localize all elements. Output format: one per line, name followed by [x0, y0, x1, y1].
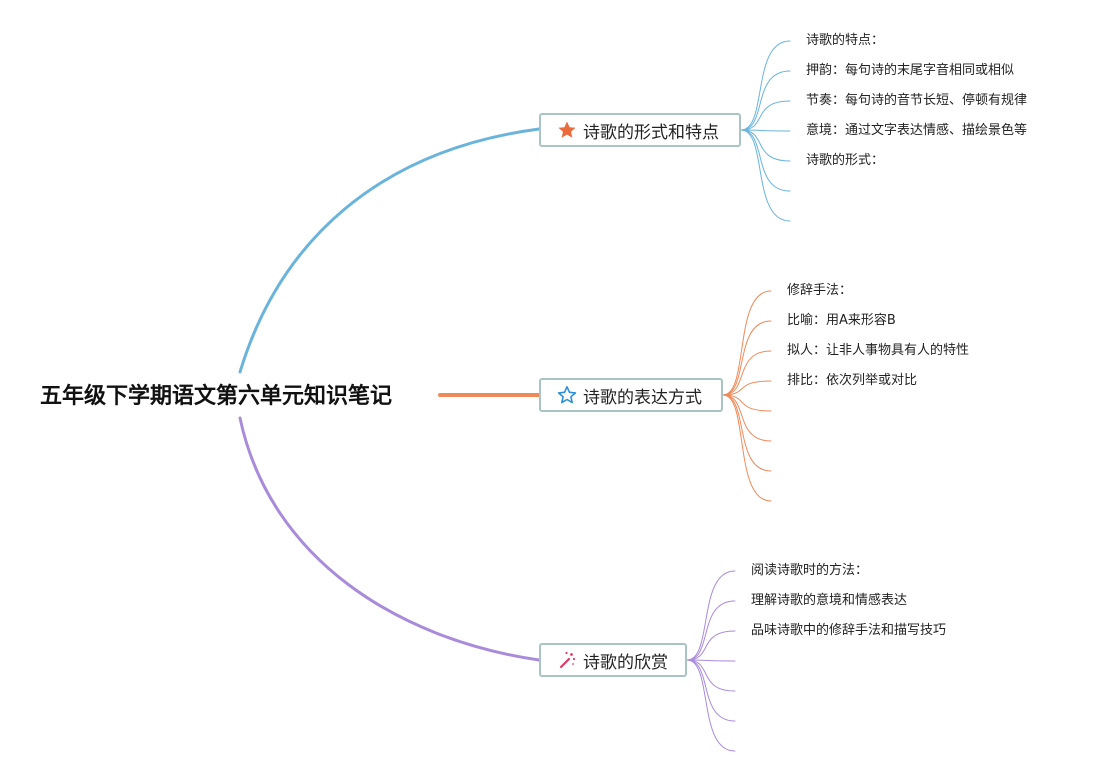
connector-branch-0-leaf-2 [740, 100, 791, 131]
leaf-2-2[interactable]: 品味诗歌中的修辞手法和描写技巧 [751, 623, 947, 638]
connector-branch-2-leaf-3 [686, 659, 736, 662]
branch-label: 诗歌的表达方式 [583, 387, 702, 408]
leaf-0-3[interactable]: 意境：通过文字表达情感、描绘景色等 [806, 123, 1028, 138]
connector-branch-1-leaf-1 [722, 320, 772, 396]
branch-node-appreciation[interactable]: 诗歌的欣赏 [539, 643, 687, 677]
connector-branch-0-leaf-3 [740, 129, 791, 132]
connector-branch-2-leaf-4 [686, 659, 736, 692]
branch-node-form-features[interactable]: 诗歌的形式和特点 [539, 113, 741, 147]
connector-branch-0-leaf-0 [740, 40, 791, 131]
connector-branch-2-leaf-0 [686, 570, 736, 661]
leaf-2-1[interactable]: 理解诗歌的意境和情感表达 [751, 593, 908, 608]
leaf-0-1[interactable]: 押韵：每句诗的末尾字音相同或相似 [806, 63, 1015, 78]
branch-node-expression[interactable]: 诗歌的表达方式 [539, 378, 723, 412]
connector-branch-0-leaf-4 [740, 129, 791, 162]
connector-branch-2-leaf-6 [686, 659, 736, 752]
leaf-1-0[interactable]: 修辞手法： [787, 283, 853, 298]
star-outline-icon [557, 385, 577, 405]
connector-branch-1-leaf-7 [722, 394, 772, 502]
connector-root-to-branch-2 [238, 416, 541, 662]
leaf-0-2[interactable]: 节奏：每句诗的音节长短、停顿有规律 [806, 93, 1028, 108]
star-filled-icon [557, 120, 577, 140]
branch-label: 诗歌的形式和特点 [583, 122, 719, 143]
connector-branch-1-leaf-2 [722, 350, 772, 396]
connector-branch-1-leaf-3 [722, 380, 772, 396]
connector-branch-0-leaf-5 [740, 129, 791, 192]
connector-branch-0-leaf-6 [740, 129, 791, 222]
connector-branch-0-leaf-1 [740, 70, 791, 131]
branch-label: 诗歌的欣赏 [583, 652, 668, 673]
leaf-1-1[interactable]: 比喻：用A来形容B [787, 313, 896, 328]
leaf-0-4[interactable]: 诗歌的形式： [806, 153, 885, 168]
magic-wand-icon [557, 650, 577, 670]
connector-branch-1-leaf-5 [722, 394, 772, 442]
leaf-2-0[interactable]: 阅读诗歌时的方法： [751, 563, 869, 578]
leaf-0-0[interactable]: 诗歌的特点： [806, 33, 885, 48]
leaf-1-3[interactable]: 排比：依次列举或对比 [787, 373, 918, 388]
connector-branch-2-leaf-1 [686, 600, 736, 661]
connector-branch-2-leaf-2 [686, 630, 736, 661]
connector-root-to-branch-0 [238, 127, 541, 374]
root-title[interactable]: 五年级下学期语文第六单元知识笔记 [40, 384, 393, 409]
connector-branch-1-leaf-4 [722, 394, 772, 412]
leaf-1-2[interactable]: 拟人：让非人事物具有人的特性 [787, 343, 970, 358]
connector-branch-2-leaf-5 [686, 659, 736, 722]
connector-branch-1-leaf-0 [722, 290, 772, 396]
